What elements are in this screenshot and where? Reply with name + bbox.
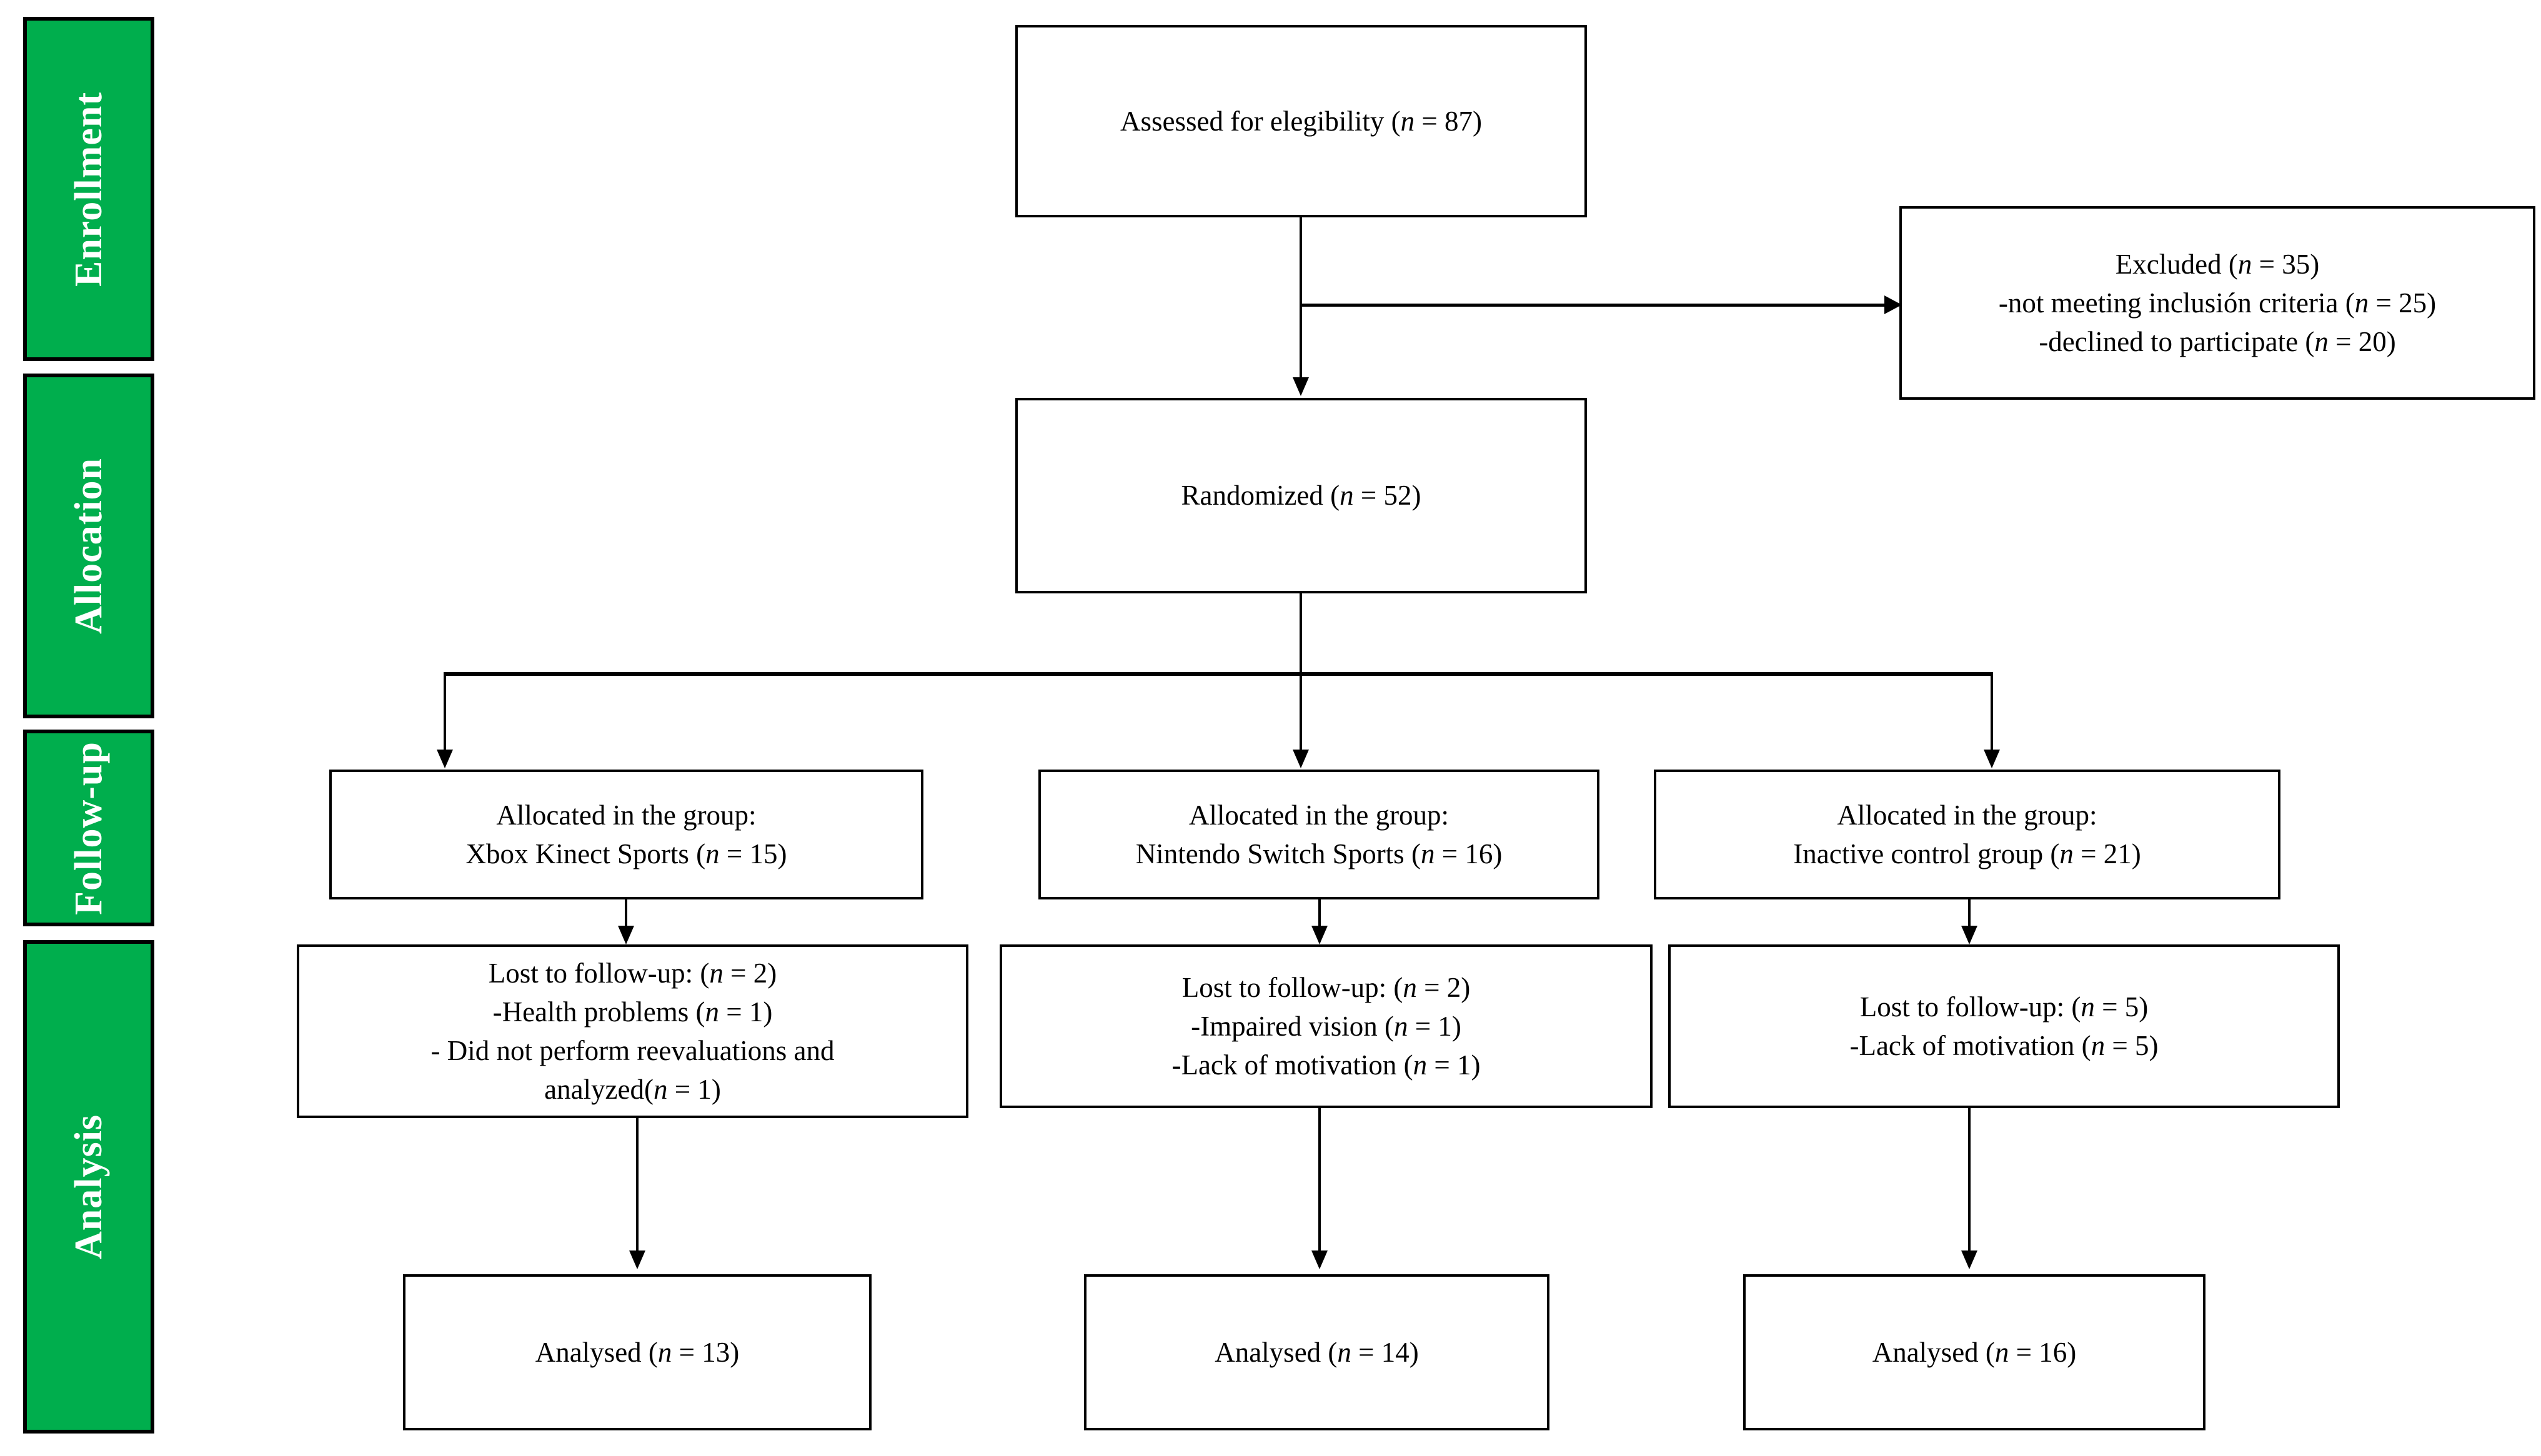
node-randomized: Randomized (n = 52) <box>1015 398 1587 593</box>
connector-lost-3-to-analysed-3 <box>1968 1108 1971 1252</box>
node-lost-to-followup-3: Lost to follow-up: (n = 5) -Lack of moti… <box>1668 944 2340 1108</box>
node-allocated-group-1: Allocated in the group: Xbox Kinect Spor… <box>329 770 923 899</box>
node-line: -not meeting inclusión criteria (n = 25) <box>1998 287 2437 319</box>
node-allocated-group-2: Allocated in the group: Nintendo Switch … <box>1038 770 1599 899</box>
arrow-group-1-to-lost-1 <box>618 926 634 944</box>
connector-split-to-group-3 <box>1991 672 1993 752</box>
connector-randomized-trunk <box>1300 593 1302 675</box>
node-excluded: Excluded (n = 35) -not meeting inclusión… <box>1899 206 2535 400</box>
connector-assessed-to-randomized <box>1300 217 1302 379</box>
node-line: Lost to follow-up: (n = 2) <box>488 957 777 989</box>
node-line: Randomized (n = 52) <box>1181 480 1421 512</box>
node-analysed-2: Analysed (n = 14) <box>1084 1274 1549 1430</box>
node-line: -declined to participate (n = 20) <box>2039 326 2396 358</box>
node-line: Inactive control group (n = 21) <box>1793 838 2141 869</box>
node-line: -Lack of motivation (n = 5) <box>1849 1030 2159 1061</box>
connector-group-1-to-lost-1 <box>625 899 627 928</box>
node-line: analyzed(n = 1) <box>544 1074 721 1106</box>
node-line: - Did not perform reevaluations and <box>430 1035 835 1066</box>
node-line: Lost to follow-up: (n = 5) <box>1859 991 2149 1023</box>
node-line: Xbox Kinect Sports (n = 15) <box>465 838 787 869</box>
arrow-split-to-group-2 <box>1293 750 1309 768</box>
arrow-group-3-to-lost-3 <box>1961 926 1977 944</box>
arrow-to-excluded <box>1884 295 1902 314</box>
node-line: Allocated in the group: <box>1188 799 1450 831</box>
connector-group-3-to-lost-3 <box>1968 899 1971 928</box>
connector-allocation-split-bar <box>444 672 1993 676</box>
arrow-split-to-group-3 <box>1984 750 2000 768</box>
node-analysed-1: Analysed (n = 13) <box>403 1274 872 1430</box>
arrow-lost-2-to-analysed-2 <box>1311 1250 1328 1269</box>
node-line: Excluded (n = 35) <box>2115 248 2320 280</box>
node-line: Nintendo Switch Sports (n = 16) <box>1135 838 1503 869</box>
phase-bar-allocation: Allocation <box>23 374 154 718</box>
phase-label-allocation: Allocation <box>67 457 111 635</box>
phase-label-followup: Follow-up <box>67 741 110 915</box>
arrow-split-to-group-1 <box>437 750 453 768</box>
node-line: Analysed (n = 14) <box>1215 1336 1419 1368</box>
node-assessed-for-eligibility: Assessed for elegibility (n = 87) <box>1015 25 1587 217</box>
phase-bar-followup: Follow-up <box>23 730 154 926</box>
connector-to-excluded <box>1301 304 1889 307</box>
node-analysed-3: Analysed (n = 16) <box>1743 1274 2205 1430</box>
connector-lost-1-to-analysed-1 <box>636 1118 639 1252</box>
arrow-lost-3-to-analysed-3 <box>1961 1250 1977 1269</box>
phase-bar-enrollment: Enrollment <box>23 17 154 361</box>
node-lost-to-followup-1: Lost to follow-up: (n = 2) -Health probl… <box>297 944 968 1118</box>
arrow-assessed-to-randomized <box>1293 377 1309 396</box>
phase-label-analysis: Analysis <box>67 1114 110 1259</box>
arrow-group-2-to-lost-2 <box>1311 926 1328 944</box>
node-line: Analysed (n = 13) <box>535 1336 740 1368</box>
connector-split-to-group-2 <box>1300 672 1302 752</box>
connector-group-2-to-lost-2 <box>1318 899 1321 928</box>
arrow-lost-1-to-analysed-1 <box>629 1250 645 1269</box>
node-line: Allocated in the group: <box>496 799 757 831</box>
node-line: -Health problems (n = 1) <box>492 996 773 1028</box>
node-line: Analysed (n = 16) <box>1872 1336 2077 1368</box>
node-line: Allocated in the group: <box>1837 799 2097 831</box>
phase-label-enrollment: Enrollment <box>67 91 111 287</box>
node-line: Assessed for elegibility (n = 87) <box>1120 105 1483 137</box>
node-line: Lost to follow-up: (n = 2) <box>1181 971 1471 1003</box>
connector-split-to-group-1 <box>444 672 446 752</box>
connector-lost-2-to-analysed-2 <box>1318 1108 1321 1252</box>
node-lost-to-followup-2: Lost to follow-up: (n = 2) -Impaired vis… <box>1000 944 1653 1108</box>
node-line: -Impaired vision (n = 1) <box>1191 1010 1461 1042</box>
node-allocated-group-3: Allocated in the group: Inactive control… <box>1654 770 2280 899</box>
phase-bar-analysis: Analysis <box>23 940 154 1434</box>
node-line: -Lack of motivation (n = 1) <box>1171 1049 1481 1081</box>
